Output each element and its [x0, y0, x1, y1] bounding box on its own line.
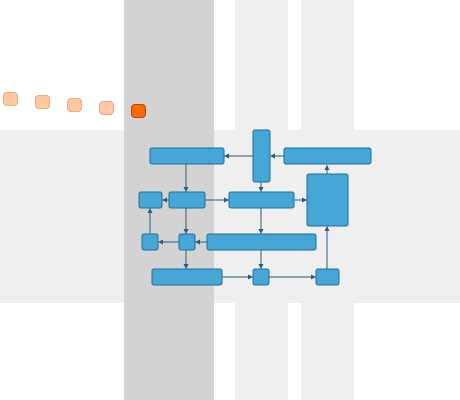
- node-bottom-center[interactable]: [252, 268, 270, 286]
- node-tall[interactable]: [306, 173, 349, 227]
- node-top-right[interactable]: [283, 147, 372, 165]
- node-bottom-right[interactable]: [315, 268, 340, 286]
- node-mid[interactable]: [168, 191, 206, 209]
- node-top-vertical[interactable]: [252, 129, 271, 183]
- step-dot-4[interactable]: [99, 101, 114, 115]
- node-top-left[interactable]: [149, 147, 225, 165]
- node-small-mid[interactable]: [178, 233, 196, 251]
- node-small-left[interactable]: [138, 191, 163, 209]
- horizontal-lane: [0, 130, 460, 303]
- step-dot-3[interactable]: [67, 98, 82, 112]
- step-dot-5-active[interactable]: [131, 104, 146, 118]
- node-long[interactable]: [206, 233, 317, 251]
- step-dot-2[interactable]: [35, 95, 50, 109]
- step-dot-1[interactable]: [3, 92, 18, 106]
- nodes: [138, 129, 372, 286]
- node-wide[interactable]: [228, 191, 295, 209]
- node-small-bottom-left[interactable]: [141, 233, 159, 251]
- node-bottom-left[interactable]: [151, 268, 223, 286]
- edges: [147, 153, 330, 280]
